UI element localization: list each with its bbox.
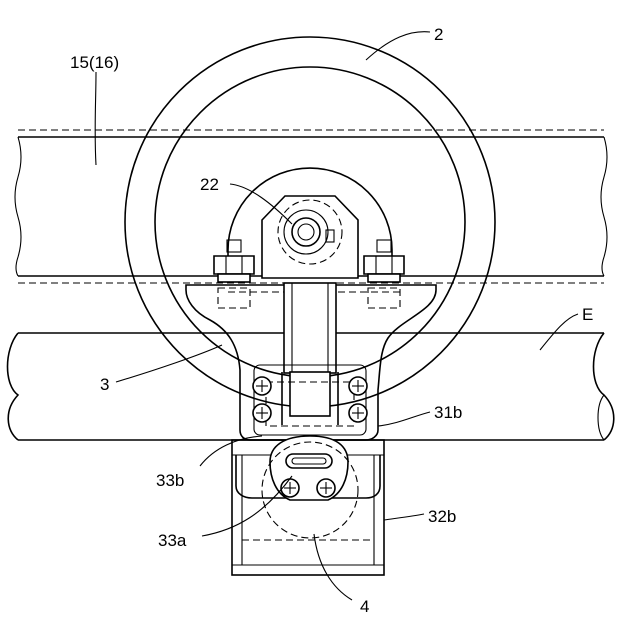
label-15-16: 15(16): [70, 53, 119, 72]
left-nut: [214, 240, 254, 308]
label-33a: 33a: [158, 531, 187, 550]
label-3: 3: [100, 375, 109, 394]
label-31b: 31b: [434, 403, 462, 422]
screw-icon: [349, 404, 367, 422]
label-32b: 32b: [428, 507, 456, 526]
right-nut: [364, 240, 404, 308]
screw-icon: [281, 479, 299, 497]
screw-icon: [317, 479, 335, 497]
label-33b: 33b: [156, 471, 184, 490]
label-4: 4: [360, 597, 369, 616]
label-22: 22: [200, 175, 219, 194]
screw-icon: [253, 377, 271, 395]
plate-33: [270, 436, 348, 500]
screw-icon: [253, 404, 271, 422]
label-2: 2: [434, 25, 443, 44]
axle-22: [262, 196, 358, 278]
label-e: E: [582, 305, 593, 324]
screw-icon: [349, 377, 367, 395]
